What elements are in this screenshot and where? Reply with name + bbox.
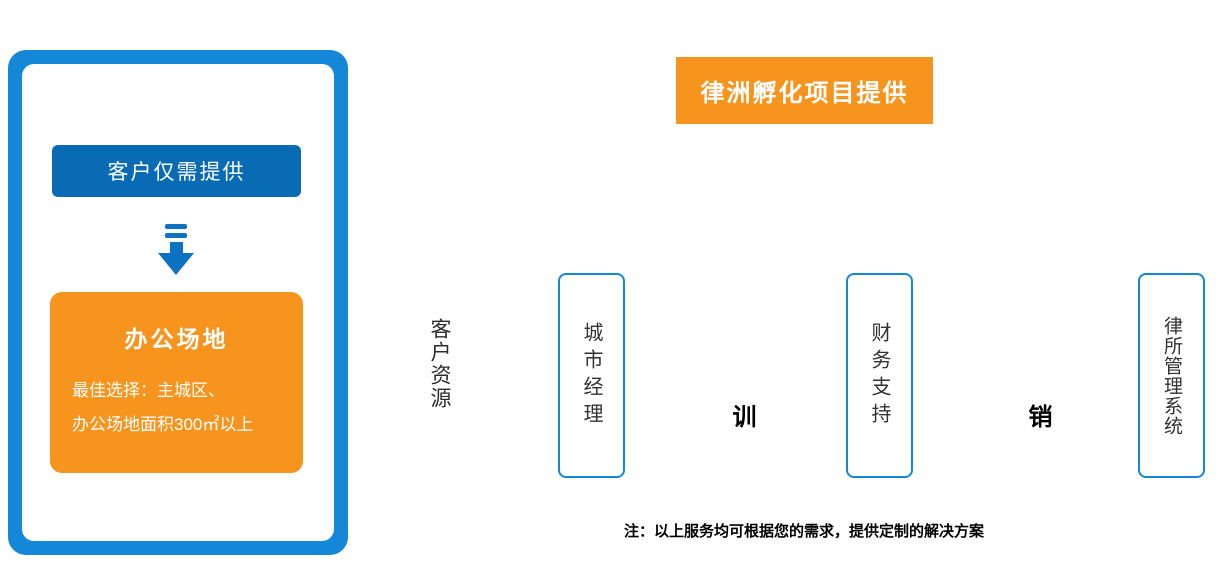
arrow-dash [165,224,187,229]
service-box-label: 律所管理系统 [1161,315,1182,436]
office-space-box: 办公场地 最佳选择：主城区、 办公场地面积300㎡以上 [50,292,303,473]
arrow-head [158,253,194,275]
footnote: 注：以上服务均可根据您的需求，提供定制的解决方案 [623,523,984,540]
service-box-financial-support: 财务支持 [846,273,913,478]
service-box-city-manager: 城市经理 [558,273,625,478]
office-space-line2: 办公场地面积300㎡以上 [72,415,254,434]
vertical-text-marketing-fragment: 销 [1024,404,1051,428]
vertical-text-training-fragment: 训 [728,404,755,428]
service-box-management-system: 律所管理系统 [1138,273,1205,478]
down-arrow-icon [156,224,196,275]
service-box-label: 城市经理 [580,321,602,430]
arrow-stem [169,242,183,253]
arrow-dash [165,233,187,238]
office-space-details: 最佳选择：主城区、 办公场地面积300㎡以上 [72,374,303,442]
service-box-label: 财务支持 [868,321,890,430]
vertical-text-customer-resources: 客户资源 [428,318,451,410]
office-space-line1: 最佳选择：主城区、 [72,381,225,400]
office-space-title: 办公场地 [124,326,229,352]
project-banner: 律洲孵化项目提供 [676,57,933,124]
customer-card-header: 客户仅需提供 [52,145,301,197]
